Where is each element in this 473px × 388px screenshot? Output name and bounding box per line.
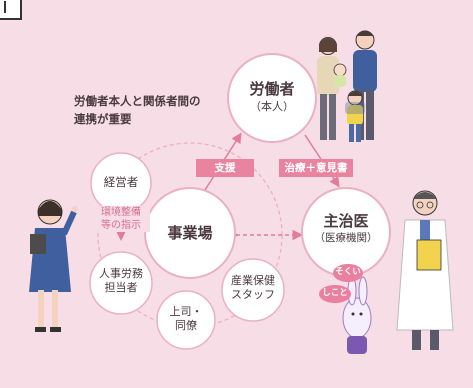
worker-label-line-2: （本人） bbox=[250, 99, 294, 113]
badge-right-text: そくい bbox=[335, 267, 361, 277]
doctor-label: 主治医 （医療機関） bbox=[302, 212, 390, 245]
family-illustration bbox=[317, 30, 377, 142]
boss-circle bbox=[156, 290, 216, 350]
bunny-mascot-illustration bbox=[342, 276, 372, 354]
worker-label: 労働者 （本人） bbox=[232, 80, 312, 114]
heading-line-2: 連携が重要 bbox=[74, 112, 132, 127]
boss-label-line-1: 上司・ bbox=[169, 305, 203, 318]
doctor-label-line-1: 主治医 bbox=[323, 212, 369, 230]
boss-label: 上司・ 同僚 bbox=[156, 305, 216, 334]
workplace-circle bbox=[144, 187, 236, 279]
treatment-tag-bg bbox=[279, 159, 353, 177]
instruction-line-2: 等の指示 bbox=[101, 220, 141, 231]
health-staff-circle bbox=[221, 258, 285, 322]
hr-label-line-1: 人事労務 bbox=[99, 267, 143, 280]
health-staff-label-line-1: 産業保健 bbox=[231, 274, 275, 287]
doctor-label-line-2: （医療機関） bbox=[314, 231, 378, 244]
badge-left-text: しこと bbox=[322, 288, 348, 298]
speech-badges bbox=[319, 264, 363, 303]
health-staff-label-line-2: スタッフ bbox=[231, 288, 275, 302]
hr-label-line-2: 担当者 bbox=[104, 281, 138, 295]
workplace-label: 事業場 bbox=[150, 224, 230, 244]
heading-text: 労働者本人と関係者間の 連携が重要 bbox=[74, 92, 201, 129]
doctor-illustration bbox=[396, 190, 454, 350]
support-tag: 支援 bbox=[214, 162, 236, 174]
hr-circle bbox=[89, 251, 153, 315]
boss-label-line-2: 同僚 bbox=[175, 319, 197, 333]
support-tag-bg bbox=[196, 159, 254, 177]
management-label-line-1: 経営者 bbox=[103, 175, 139, 189]
businesswoman-illustration bbox=[29, 199, 78, 332]
worker-label-line-1: 労働者 bbox=[249, 80, 295, 98]
hr-label: 人事労務 担当者 bbox=[91, 267, 151, 296]
instruction-label: 環境整備 等の指示 bbox=[92, 206, 150, 232]
worker-circle bbox=[227, 53, 317, 143]
health-staff-label: 産業保健 スタッフ bbox=[223, 274, 283, 303]
workplace-label-line-1: 事業場 bbox=[167, 224, 213, 242]
instruction-line-1: 環境整備 bbox=[101, 207, 141, 218]
heading-line-1: 労働者本人と関係者間の bbox=[74, 94, 201, 108]
management-label: 経営者 bbox=[91, 175, 151, 190]
corner-frame bbox=[0, 0, 22, 20]
treatment-tag: 治療＋意見書 bbox=[284, 162, 348, 174]
